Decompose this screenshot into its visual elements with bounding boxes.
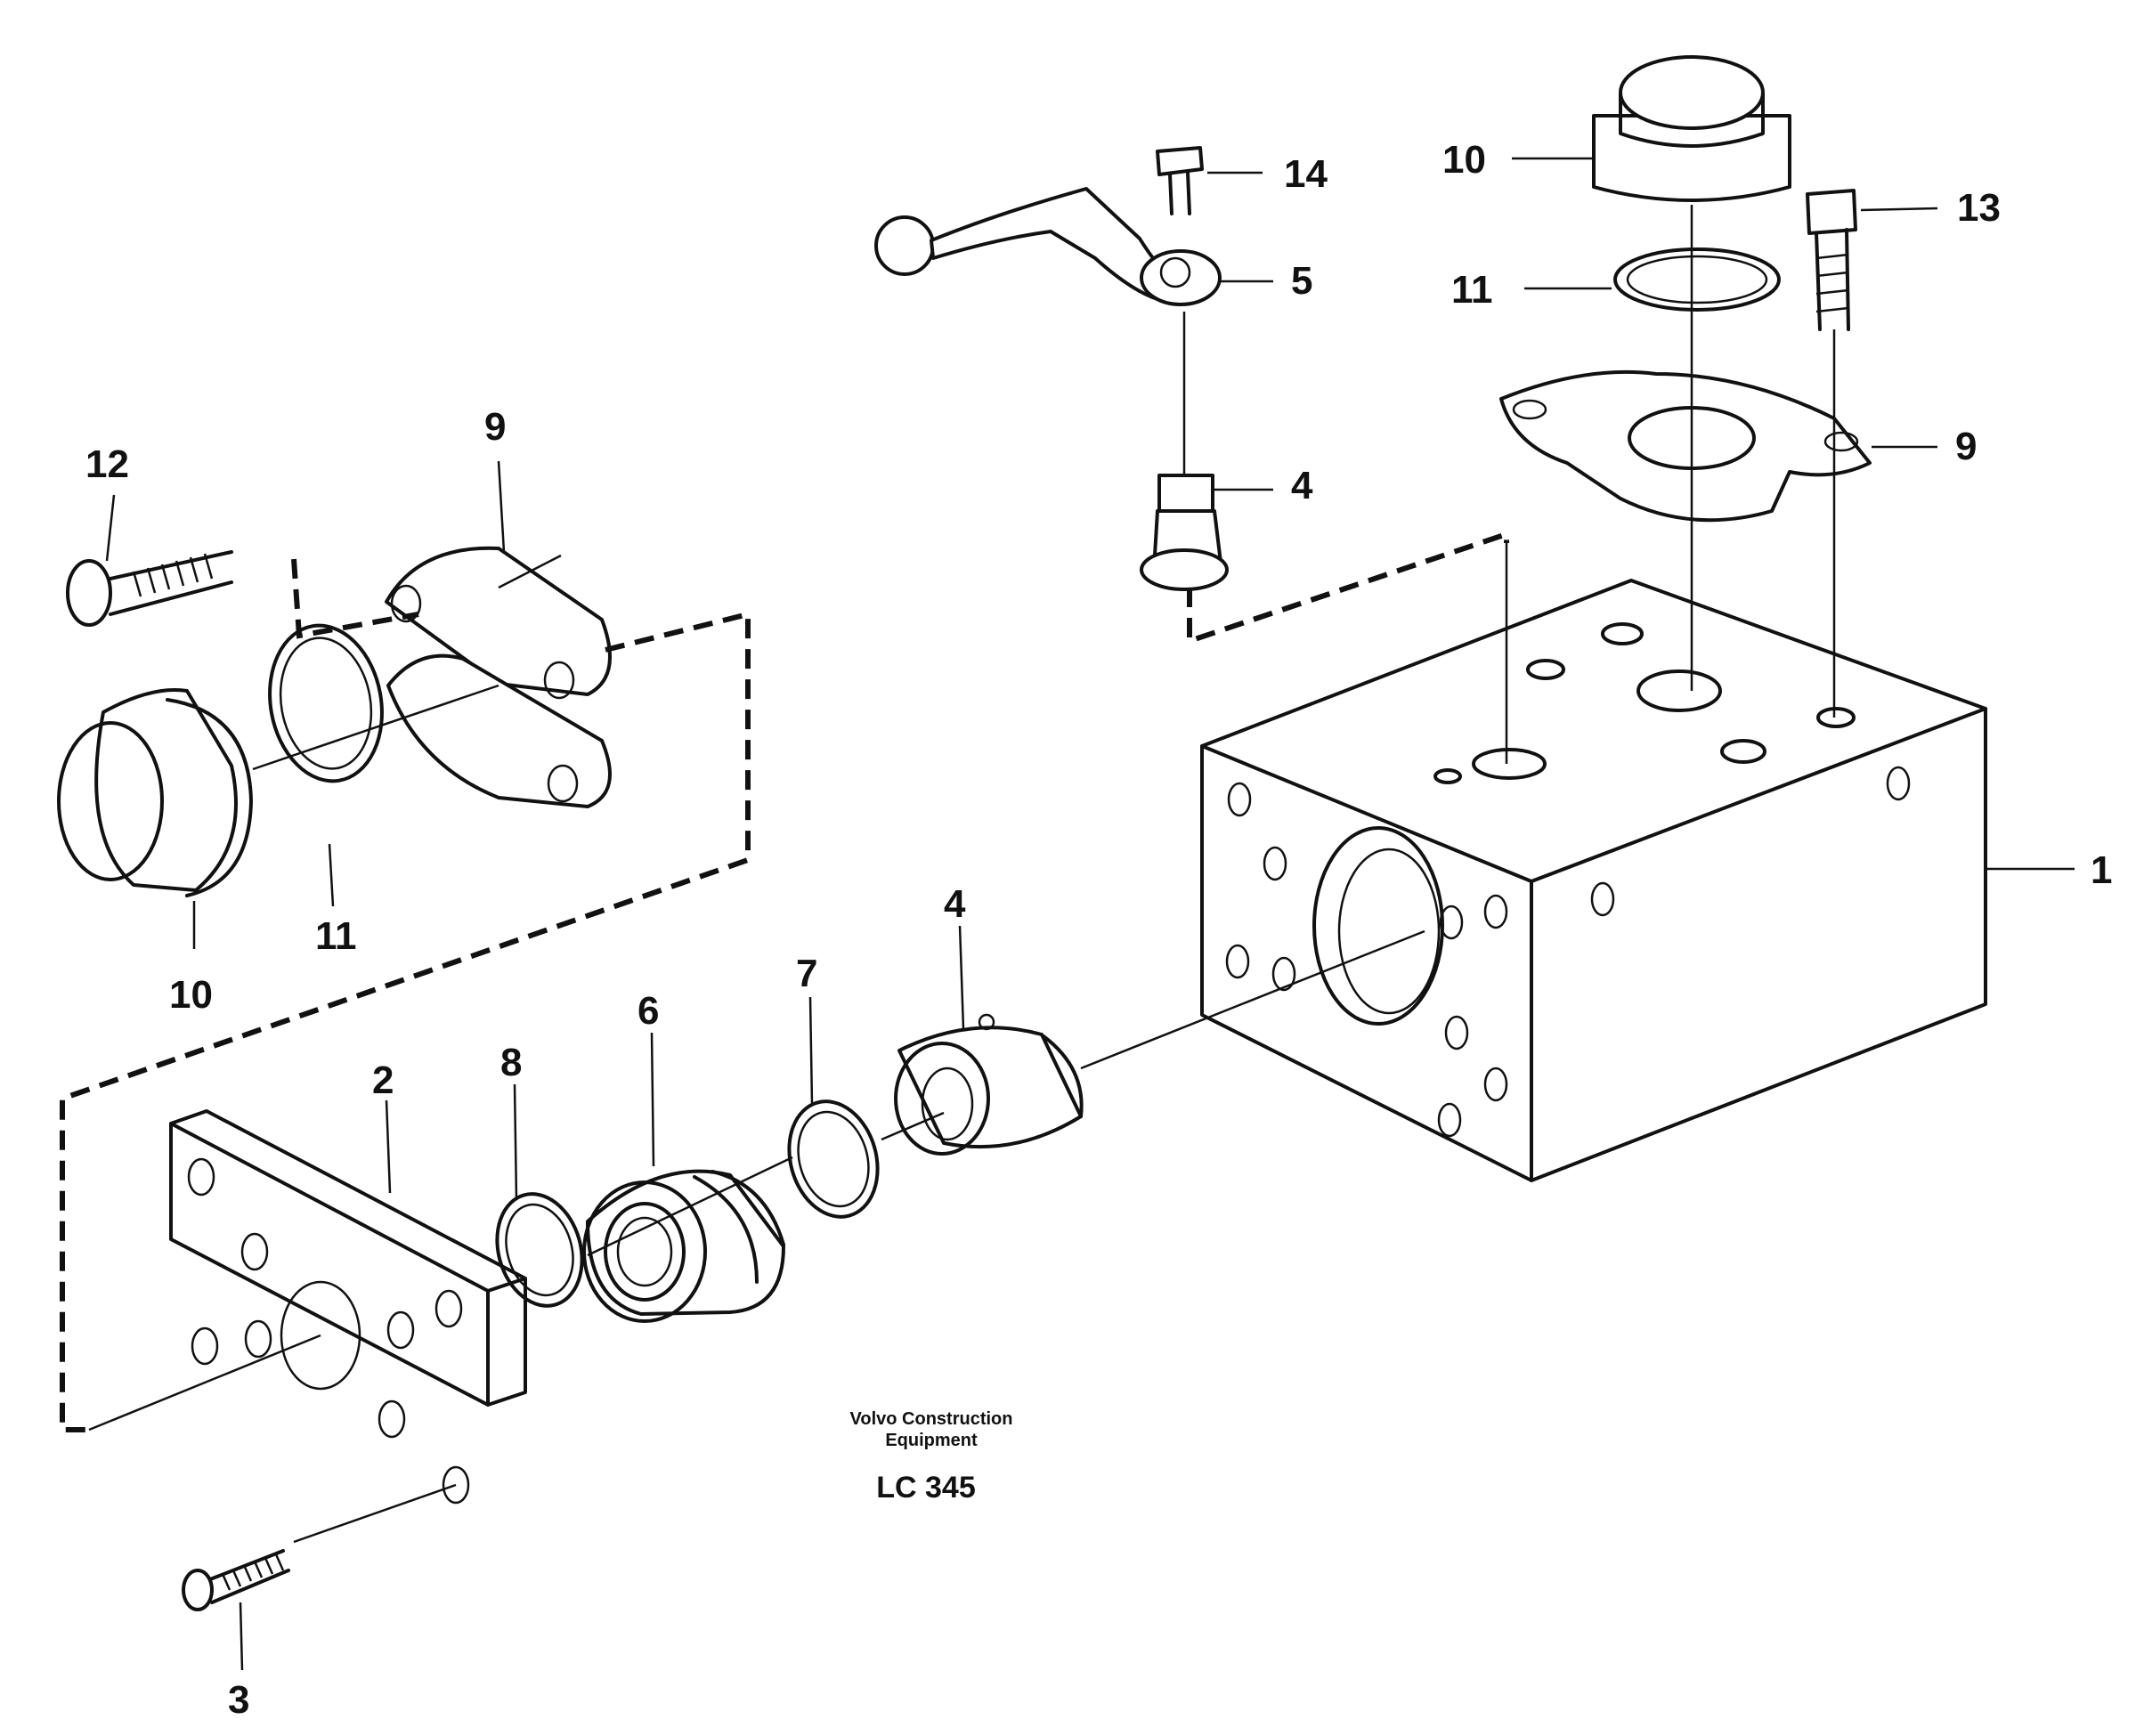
blanking-cap-10-left — [57, 688, 253, 897]
flange-plate — [169, 1109, 527, 1505]
callout-9-right: 9 — [1955, 425, 1977, 468]
o-ring-11-left — [268, 623, 384, 783]
callout-12: 12 — [85, 442, 129, 486]
callout-1: 1 — [2091, 848, 2112, 892]
hex-screw-14 — [1156, 146, 1204, 215]
callout-2: 2 — [372, 1059, 394, 1102]
callout-11-left: 11 — [315, 914, 357, 958]
blanking-cap-10-right — [1592, 55, 1791, 202]
valve-insert-mid — [894, 1013, 1084, 1156]
diagram-code: LC 345 — [876, 1471, 976, 1505]
split-flange-left — [385, 546, 612, 808]
assembly-axis-lines — [88, 205, 1836, 1544]
valve-stem-insert-4 — [1140, 474, 1229, 591]
o-ring-8 — [495, 1192, 584, 1308]
o-ring-11-right — [1613, 247, 1781, 312]
cap-screw-bottom — [182, 1549, 290, 1611]
callout-10-left: 10 — [169, 973, 213, 1017]
callout-4-mid: 4 — [944, 882, 966, 926]
callout-8: 8 — [500, 1041, 522, 1084]
callout-4-top: 4 — [1291, 464, 1313, 507]
callout-14: 14 — [1284, 152, 1328, 196]
valve-cartridge — [582, 1169, 785, 1323]
dashed-connectors — [60, 530, 1509, 1432]
cap-screw-13 — [1806, 189, 1857, 331]
caption-brand-line1: Volvo Construction — [850, 1409, 1013, 1429]
split-flange-right — [1499, 369, 1872, 523]
callout-6: 6 — [638, 989, 659, 1033]
caption-brand-line2: Equipment — [885, 1431, 978, 1450]
callout-10-right: 10 — [1442, 138, 1486, 182]
valve-housing-block — [1200, 579, 1987, 1182]
callout-5: 5 — [1291, 259, 1312, 303]
callout-7: 7 — [796, 952, 817, 995]
callout-3: 3 — [228, 1678, 249, 1722]
callout-11-right: 11 — [1451, 268, 1493, 312]
o-ring-7 — [787, 1099, 880, 1219]
callout-9-left: 9 — [484, 405, 506, 449]
leader-lines — [105, 157, 2075, 1671]
callout-13: 13 — [1957, 186, 2001, 230]
cap-screw-12 — [66, 550, 233, 627]
valve-handle — [874, 187, 1222, 306]
